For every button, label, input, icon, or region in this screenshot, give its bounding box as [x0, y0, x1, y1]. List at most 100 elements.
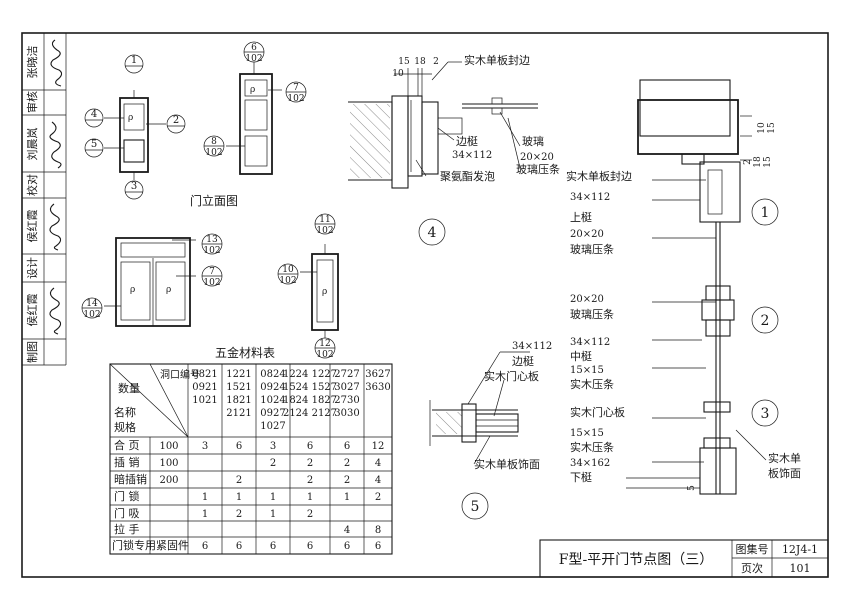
detail4-dim-10: 10 [392, 69, 404, 79]
opening-code: 0927 [260, 408, 285, 419]
detail4-dim-2: 2 [433, 57, 439, 67]
hardware-name: 门 吸 [114, 506, 140, 520]
section-edge-band: 实木单板封边 [566, 169, 632, 183]
approval-strip: 审核 张晓洁 校对 刘晨岚 设计 侯红霞 制图 侯红霞 [22, 33, 67, 366]
signature-design [49, 203, 62, 251]
hardware-qty: 6 [307, 541, 313, 552]
opening-code: 3630 [365, 382, 390, 393]
detail5-stile-size: 34×112 [512, 341, 552, 352]
section-size-c: 34×162 [570, 458, 610, 469]
table-corner-opening: 洞口编号 [160, 368, 200, 381]
hardware-qty: 2 [270, 458, 276, 469]
page-label: 页次 [741, 561, 763, 575]
detail4-bead: 玻璃压条 [516, 162, 560, 176]
section-marker-2: 2 [751, 306, 779, 334]
hardware-name: 拉 手 [114, 522, 140, 536]
elevation-callout-1: 1 [124, 54, 144, 74]
section-marker-3: 3 [751, 399, 779, 427]
svg-text:ρ: ρ [130, 285, 135, 295]
opening-code: 0824 [260, 369, 285, 380]
svg-text:ρ: ρ [250, 85, 255, 95]
hardware-qty: 2 [307, 475, 313, 486]
svg-text:1: 1 [131, 55, 137, 66]
hardware-qty: 6 [307, 441, 313, 452]
svg-text:102: 102 [203, 246, 220, 256]
section-size-b: 34×112 [570, 337, 610, 348]
elevation-callout-5: 5 [84, 138, 104, 158]
hardware-qty: 2 [375, 492, 381, 503]
detail4-glass: 玻璃 [522, 134, 544, 148]
elevation-caption: 门立面图 [190, 193, 238, 208]
hardware-name: 暗插销 [114, 472, 147, 486]
svg-text:4: 4 [428, 225, 437, 241]
section-dim-5: 5 [687, 485, 697, 491]
svg-text:102: 102 [205, 148, 222, 158]
svg-text:14: 14 [86, 299, 98, 309]
detail4-foam: 聚氨酯发泡 [440, 169, 495, 183]
detail-5-marker: 5 [461, 492, 489, 520]
section-dim-18: 18 [753, 156, 763, 168]
svg-text:7: 7 [293, 83, 299, 93]
elevation-callout-7a: 7 102 [285, 81, 307, 104]
opening-code: 3030 [334, 408, 359, 419]
approval-role-design: 设计 [26, 257, 39, 279]
section-bottom-rail: 下梃 [570, 470, 592, 484]
svg-text:102: 102 [83, 310, 100, 320]
svg-text:3: 3 [131, 181, 137, 192]
opening-code: 1821 [226, 395, 251, 406]
section-mid-rail: 中梃 [570, 349, 592, 363]
section-dim-2: 2 [743, 159, 753, 165]
elevation-callout-3: 3 [124, 180, 144, 200]
section-top-rail: 上梃 [570, 210, 592, 224]
opening-code: 2730 [334, 395, 359, 406]
elevation-callout-10: 10 102 [277, 263, 299, 286]
opening-code: 3027 [334, 382, 359, 393]
svg-text:1: 1 [761, 205, 770, 221]
section-bead-b: 玻璃压条 [570, 307, 614, 321]
section-core: 实木门心板 [570, 405, 625, 419]
approval-name-draw: 侯红霞 [25, 294, 39, 327]
svg-text:102: 102 [245, 54, 262, 64]
elevation-callout-7b: 7 102 [201, 265, 223, 288]
opening-code: 2727 [334, 369, 359, 380]
opening-code: 2121 [226, 408, 251, 419]
section-strip-size-b: 15×15 [570, 428, 604, 439]
hardware-qty: 6 [202, 541, 208, 552]
section-strip-a: 实木压条 [570, 377, 614, 391]
hardware-name: 门 锁 [114, 489, 140, 503]
hardware-name: 合 页 [114, 438, 140, 452]
hardware-qty: 1 [270, 509, 276, 520]
hardware-qty: 6 [344, 441, 350, 452]
hardware-qty: 3 [202, 441, 208, 452]
detail-4-marker: 4 [418, 218, 446, 246]
door-elevation-3: ρ ρ [104, 237, 196, 327]
hardware-qty: 6 [375, 541, 381, 552]
detail4-bead-size: 20×20 [520, 152, 554, 163]
hardware-qty: 6 [236, 541, 242, 552]
signature-draw [49, 287, 62, 335]
hardware-qty: 2 [307, 458, 313, 469]
hardware-qty: 1 [270, 492, 276, 503]
detail-4-drawing [348, 61, 538, 189]
detail5-core: 实木门心板 [484, 369, 539, 383]
opening-code: 0821 [192, 369, 217, 380]
title-block: F型-平开门节点图（三） 图集号 12J4-1 页次 101 [539, 539, 829, 578]
signature-check [49, 121, 62, 169]
approval-name-review: 张晓洁 [26, 46, 39, 79]
table-corner-spec: 规格 [114, 420, 136, 434]
svg-text:3: 3 [761, 406, 770, 422]
hardware-spec: 200 [159, 475, 178, 486]
opening-code: 1021 [192, 395, 217, 406]
svg-text:102: 102 [316, 350, 333, 360]
hardware-qty: 2 [236, 475, 242, 486]
table-corner-qty: 数量 [118, 382, 140, 395]
elevation-callout-11: 11 102 [314, 213, 336, 236]
hardware-spec: 100 [159, 441, 178, 452]
hardware-table [109, 363, 393, 555]
svg-text:102: 102 [203, 278, 220, 288]
door-elevation-1: ρ [104, 90, 166, 180]
hardware-qty: 4 [375, 475, 381, 486]
svg-text:102: 102 [287, 94, 304, 104]
hardware-qty: 6 [270, 541, 276, 552]
